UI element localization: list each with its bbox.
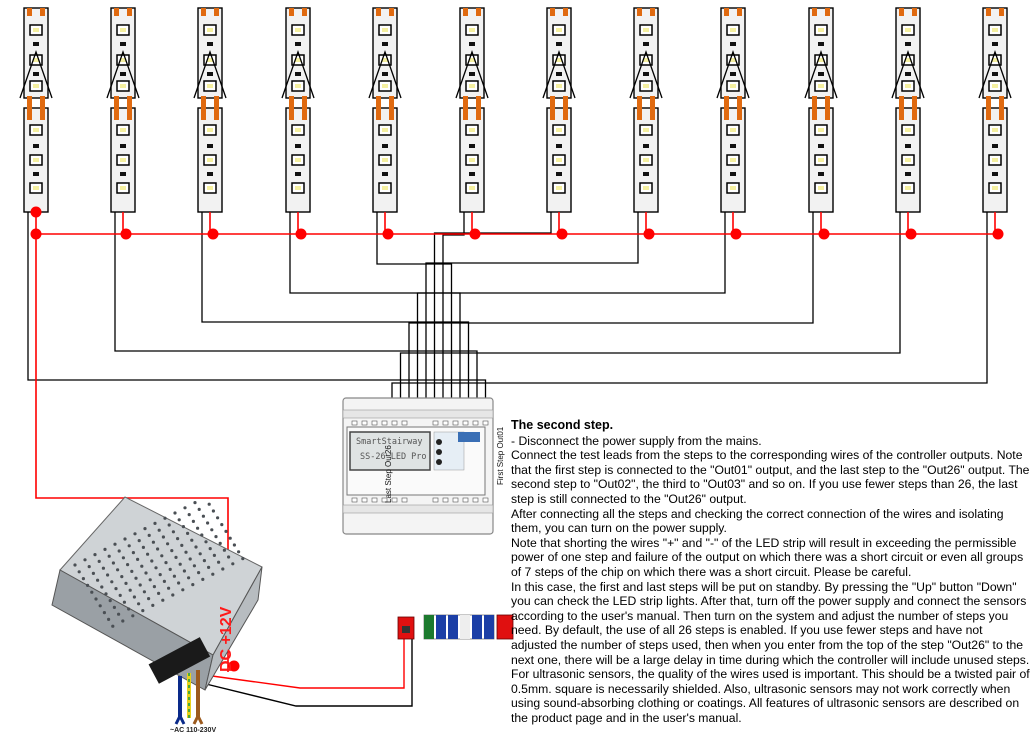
controller-ground-wire [205,639,413,707]
controller-lcd-line2: SS-26 LED Pro [360,452,427,462]
junction-dot [556,228,568,240]
led-strips [19,7,1012,213]
led-strip-1 [19,7,53,213]
controller-terminals [397,614,514,640]
instruction-paragraph: After connecting all the steps and check… [511,506,1004,536]
signal-wires [27,212,988,398]
led-strip-7 [542,7,576,213]
controller-unit [342,397,494,535]
instruction-paragraph: Connect the test leads from the steps to… [511,448,1030,506]
junction-dot [120,228,132,240]
led-strip-10 [804,7,838,213]
signal-wire-4 [289,212,461,398]
junction-dot [30,206,42,218]
instruction-paragraph: In this case, the first and last steps w… [511,579,1030,667]
led-strip-11 [891,7,925,213]
led-strip-8 [629,7,663,213]
instructions-title: The second step. [511,418,614,432]
instruction-paragraph: - Disconnect the power supply from the m… [511,433,762,448]
controller-power-wire [211,639,405,689]
junction-dot [730,228,742,240]
signal-wire-8 [425,212,639,398]
instruction-paragraph: Note that shorting the wires "+" and "-"… [511,535,1024,579]
signal-wire-2 [114,212,478,398]
junction-dot [295,228,307,240]
signal-wire-6 [442,212,465,398]
controller-lcd-line1: SmartStairway [356,437,423,447]
signal-wire-12 [391,212,988,398]
led-strip-5 [368,7,402,213]
led-strip-6 [455,7,489,213]
junction-dot [469,228,481,240]
signal-wire-9 [416,212,726,398]
signal-wire-10 [408,212,814,398]
junction-dot [207,228,219,240]
junction-dot [818,228,830,240]
dc-voltage-label: DC +12V [218,606,235,672]
led-strip-3 [193,7,227,213]
power-supply-unit [51,496,263,691]
signal-wire-1 [27,212,487,398]
signal-wire-5 [376,212,453,398]
led-strip-12 [978,7,1012,213]
first-step-label: First Step Out01 [496,426,505,485]
signal-wire-7 [433,212,552,398]
signal-wire-3 [201,212,470,398]
led-strip-4 [281,7,315,213]
led-strip-9 [716,7,750,213]
instruction-paragraph: For ultrasonic sensors, the quality of t… [511,667,1030,725]
junction-dot [643,228,655,240]
ac-input-wires [174,670,204,725]
led-strip-2 [106,7,140,213]
junction-dot [382,228,394,240]
ac-voltage-label: ~AC 110-230V [170,727,217,734]
signal-wire-11 [399,212,901,398]
junction-dot [905,228,917,240]
instructions-panel: The second step. - Disconnect the power … [511,418,1031,725]
junction-dot [992,228,1004,240]
